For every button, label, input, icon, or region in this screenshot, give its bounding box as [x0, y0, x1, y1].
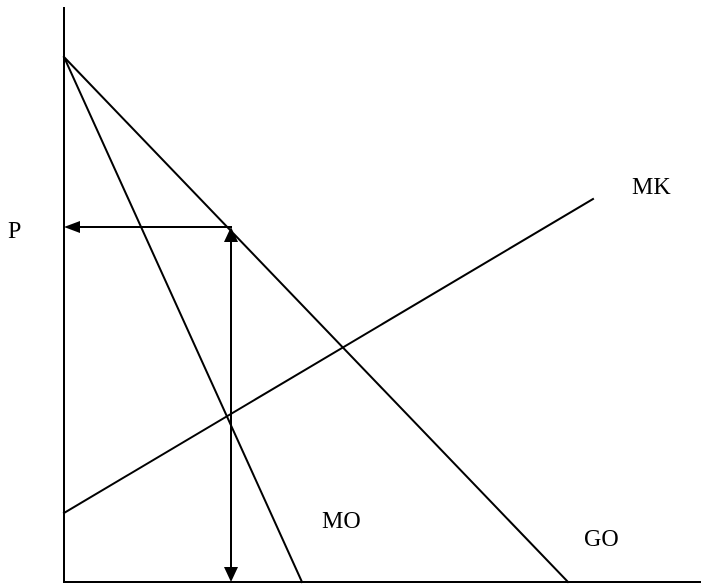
up-arrowhead-icon	[224, 227, 238, 242]
marginal-revenue-line	[62, 55, 304, 584]
marginal-revenue-label: MO	[322, 508, 361, 534]
marginal-cost-line	[62, 197, 595, 515]
average-revenue-line	[62, 55, 570, 584]
price-label: P	[8, 218, 21, 244]
price-arrowhead-icon	[64, 221, 80, 233]
down-arrowhead-icon	[224, 567, 238, 582]
average-revenue-label: GO	[584, 526, 619, 552]
marginal-cost-label: MK	[632, 174, 671, 200]
